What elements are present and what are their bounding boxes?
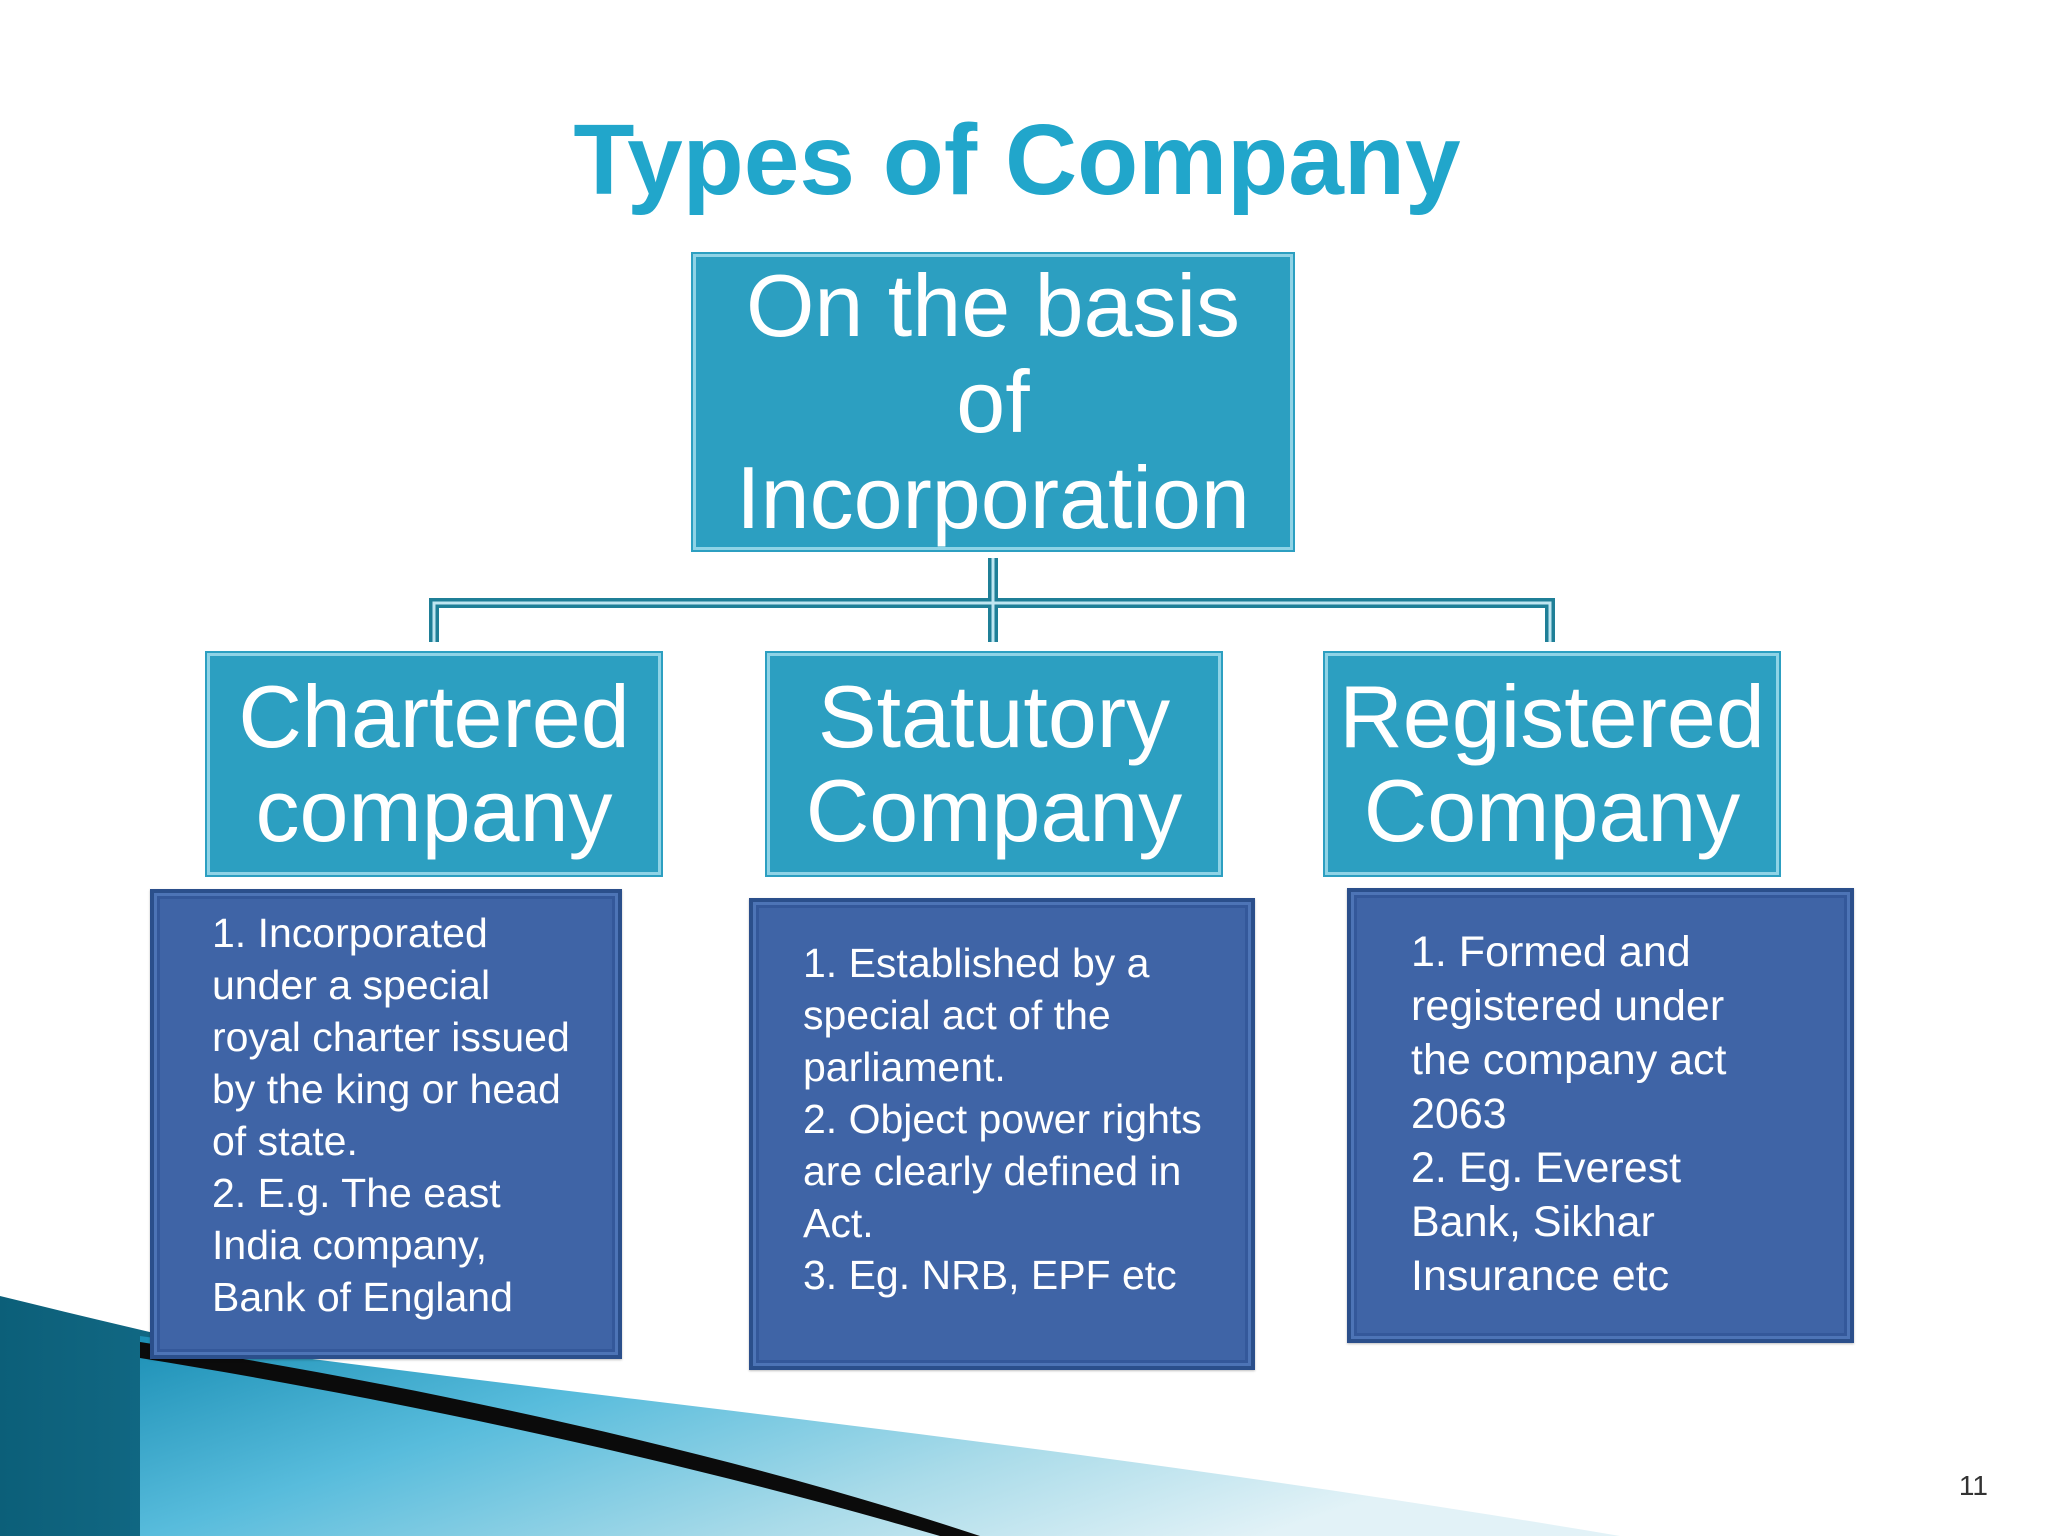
slide-title: Types of Company [573,104,1461,216]
registered-company-description: 1. Formed and registered under the compa… [1347,888,1854,1343]
node-line: Statutory [817,667,1171,766]
chartered-company-description: 1. Incorporated under a special royal ch… [150,889,622,1359]
chartered-company-node: Chartered company [207,653,661,875]
root-line-2: of [956,352,1030,451]
root-node: On the basis of Incorporation [693,254,1293,550]
node-line: Registered [1339,667,1765,766]
wave-black-stripe [140,1342,980,1536]
page-number: 11 [1958,1470,1988,1501]
registered-company-node: Registered Company [1325,653,1779,875]
node-line: company [255,761,613,860]
node-line: Chartered [238,667,630,766]
root-line-3: Incorporation [736,448,1250,547]
wave-light-band [140,1336,1620,1536]
node-line: Company [1363,761,1741,860]
root-line-1: On the basis [745,256,1241,355]
node-line: Company [805,761,1183,860]
statutory-company-node: Statutory Company [767,653,1221,875]
statutory-company-description: 1. Established by a special act of the p… [749,898,1255,1370]
